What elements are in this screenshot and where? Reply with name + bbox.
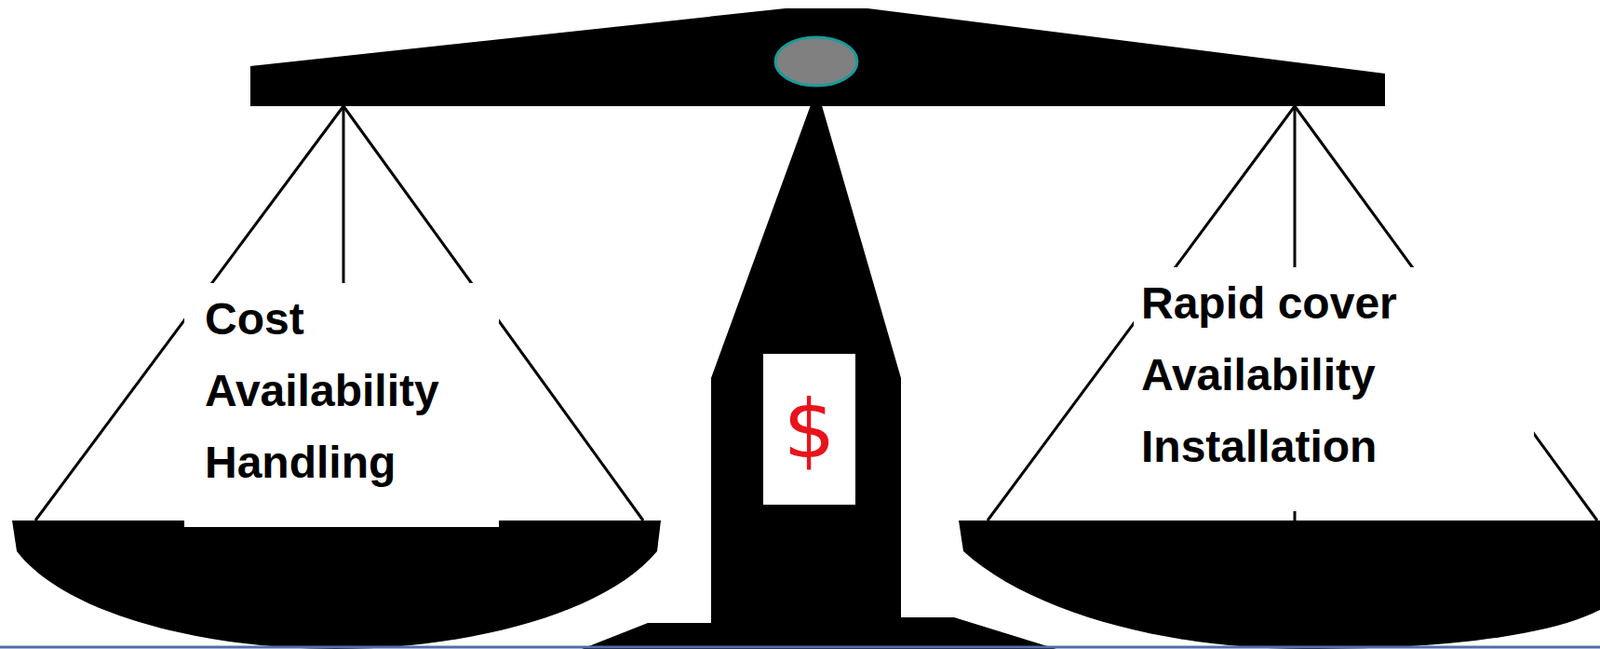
left-pan bbox=[12, 520, 661, 649]
scale-beam bbox=[250, 8, 1385, 107]
price-tag: $ bbox=[763, 353, 856, 505]
pivot bbox=[775, 37, 858, 86]
pan-label-box: Rapid coverAvailabilityInstallation bbox=[1133, 267, 1534, 511]
right-pan-strings bbox=[987, 106, 1598, 521]
pan-item: Availability bbox=[204, 354, 440, 427]
pan-item: Availability bbox=[1141, 338, 1376, 411]
pan-label-box: CostAvailabilityHandling bbox=[184, 282, 499, 527]
currency-symbol: $ bbox=[783, 388, 836, 471]
pan-item: Cost bbox=[204, 282, 305, 355]
pan-item: Installation bbox=[1141, 410, 1377, 483]
slide-border bbox=[0, 645, 1600, 649]
pan-item: Rapid cover bbox=[1141, 267, 1398, 339]
right-pan bbox=[958, 520, 1600, 649]
pan-item: Handling bbox=[204, 426, 396, 498]
